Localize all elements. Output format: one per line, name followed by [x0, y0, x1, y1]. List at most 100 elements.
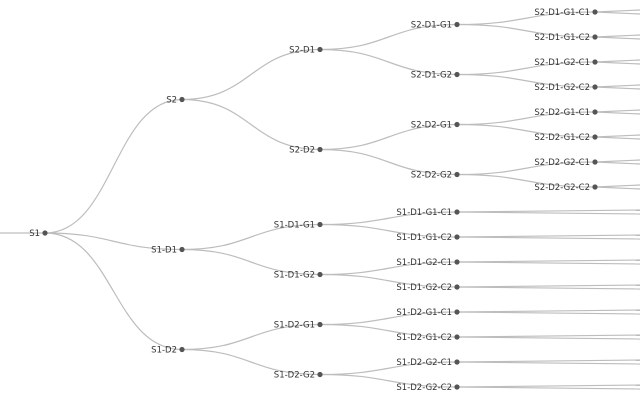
tree-node-S2-D2-G2-C2[interactable]: S2-D2-G2-C2 — [534, 183, 598, 193]
tree-node-S1-D1-G1-C1[interactable]: S1-D1-G1-C1 — [396, 208, 460, 218]
tree-node-S1-D2-G1-C2[interactable]: S1-D2-G1-C2 — [396, 333, 460, 343]
node-dot[interactable] — [454, 234, 460, 240]
node-label: S2-D1-G1 — [411, 21, 452, 31]
node-label: S2-D1-G1-C2 — [534, 33, 590, 43]
tree-node-S1-D2-G2-C1[interactable]: S1-D2-G2-C1 — [396, 358, 460, 368]
tree-node-S2-D2-G1[interactable]: S2-D2-G1 — [411, 121, 460, 131]
tree-node-S1-D1-G1[interactable]: S1-D1-G1 — [274, 221, 323, 231]
tree-node-S1[interactable]: S1 — [29, 229, 48, 239]
node-dot[interactable] — [454, 121, 460, 128]
node-dot[interactable] — [592, 34, 598, 40]
tree-node-S1-D1-G2-C2[interactable]: S1-D1-G2-C2 — [396, 283, 460, 293]
node-dot[interactable] — [454, 284, 460, 290]
node-label: S2 — [166, 96, 177, 106]
tree-node-S1-D2-G2[interactable]: S1-D2-G2 — [274, 371, 323, 381]
node-dot[interactable] — [317, 371, 323, 378]
node-label: S2-D2-G2-C1 — [534, 158, 590, 168]
tree-node-S1-D2-G1[interactable]: S1-D2-G1 — [274, 321, 323, 331]
tree-node-S2[interactable]: S2 — [166, 96, 185, 106]
tree-node-S2-D2[interactable]: S2-D2 — [289, 146, 323, 156]
tree-node-S1-D1[interactable]: S1-D1 — [151, 246, 185, 256]
node-dot[interactable] — [592, 159, 598, 165]
tree-node-S2-D1-G2-C2[interactable]: S2-D1-G2-C2 — [534, 83, 598, 93]
node-dot[interactable] — [454, 71, 460, 78]
node-label: S1-D2-G1-C2 — [396, 333, 452, 343]
link-S2-D1-G2-to-S2-D1-G2-C1 — [456, 61, 596, 76]
node-dot[interactable] — [454, 359, 460, 365]
node-dot[interactable] — [317, 146, 323, 153]
node-label: S1-D2-G1-C1 — [396, 308, 452, 318]
tree-node-S2-D1-G1-C1[interactable]: S2-D1-G1-C1 — [534, 8, 598, 18]
link-S2-D1-G1-to-S2-D1-G1-C2 — [456, 23, 596, 38]
node-dot[interactable] — [317, 46, 323, 53]
tree-node-S2-D1-G1[interactable]: S2-D1-G1 — [411, 21, 460, 31]
link-S2-D1-to-S2-D1-G1 — [319, 23, 458, 51]
tree-node-S1-D2-G2-C2[interactable]: S1-D2-G2-C2 — [396, 383, 460, 393]
node-dot[interactable] — [592, 59, 598, 65]
node-dot[interactable] — [179, 246, 185, 253]
node-label: S1-D2-G2-C1 — [396, 358, 452, 368]
tree-node-S1-D1-G2-C1[interactable]: S1-D1-G2-C1 — [396, 258, 460, 268]
node-dot[interactable] — [454, 21, 460, 28]
node-dot[interactable] — [592, 9, 598, 15]
tree-node-S1-D1-G2[interactable]: S1-D1-G2 — [274, 271, 323, 281]
node-dot[interactable] — [179, 96, 185, 103]
node-label: S2-D1-G2-C2 — [534, 83, 590, 93]
link-stub-S1-D1-G1-C2-a — [456, 234, 640, 238]
node-dot[interactable] — [42, 230, 48, 236]
node-dot[interactable] — [317, 271, 323, 278]
tree-node-S2-D1-G2[interactable]: S2-D1-G2 — [411, 71, 460, 81]
node-label: S1-D1-G2-C1 — [396, 258, 452, 268]
node-dot[interactable] — [454, 384, 460, 390]
node-dot[interactable] — [454, 209, 460, 215]
link-S1-to-S1-D1 — [44, 232, 183, 251]
link-S2-D1-to-S2-D1-G2 — [319, 48, 458, 76]
link-stub-S1-D1-G2-C2-b — [456, 286, 640, 290]
link-stub-S1-D2-G1-C1-b — [456, 311, 640, 315]
link-S1-D2-to-S1-D2-G2 — [181, 348, 321, 376]
node-label: S1-D2 — [151, 346, 177, 356]
node-dot[interactable] — [454, 334, 460, 340]
node-dot[interactable] — [454, 309, 460, 315]
node-dot[interactable] — [592, 184, 598, 190]
node-dot[interactable] — [454, 171, 460, 178]
node-dot[interactable] — [317, 321, 323, 328]
link-S2-D2-G2-to-S2-D2-G2-C2 — [456, 173, 596, 188]
link-stub-S1-D1-G2-C1-b — [456, 261, 640, 265]
link-stub-S2-D1-G1-C2-a — [594, 34, 640, 38]
node-label: S1-D1 — [151, 246, 177, 256]
node-label: S1-D1-G1-C2 — [396, 233, 452, 243]
link-S2-D2-to-S2-D2-G2 — [319, 148, 458, 176]
tree-node-S1-D2[interactable]: S1-D2 — [151, 346, 185, 356]
tree-node-S2-D1-G1-C2[interactable]: S2-D1-G1-C2 — [534, 33, 598, 43]
node-label: S2-D1-G2 — [411, 71, 452, 81]
tree-node-S2-D1-G2-C1[interactable]: S2-D1-G2-C1 — [534, 58, 598, 68]
tree-node-S2-D2-G1-C1[interactable]: S2-D2-G1-C1 — [534, 108, 598, 118]
node-dot[interactable] — [592, 134, 598, 140]
tree-node-S2-D2-G1-C2[interactable]: S2-D2-G1-C2 — [534, 133, 598, 143]
link-S2-to-S2-D2 — [181, 98, 321, 151]
link-S1-D2-G1-to-S1-D2-G1-C1 — [319, 311, 458, 326]
link-stub-S2-D1-G2-C2-a — [594, 84, 640, 88]
node-label: S1-D2-G2 — [274, 371, 315, 381]
link-S2-D1-G2-to-S2-D1-G2-C2 — [456, 73, 596, 88]
tree-node-S1-D2-G1-C1[interactable]: S1-D2-G1-C1 — [396, 308, 460, 318]
link-S1-D1-G2-to-S1-D1-G2-C1 — [319, 261, 458, 276]
node-dot[interactable] — [179, 346, 185, 353]
tree-node-S2-D1[interactable]: S2-D1 — [289, 46, 323, 56]
node-dot[interactable] — [592, 109, 598, 115]
node-dot[interactable] — [454, 259, 460, 265]
node-dot[interactable] — [317, 221, 323, 228]
tree-node-S2-D2-G2[interactable]: S2-D2-G2 — [411, 171, 460, 181]
link-stub-S2-D1-G1-C1-b — [594, 11, 640, 15]
tree-node-S2-D2-G2-C1[interactable]: S2-D2-G2-C1 — [534, 158, 598, 168]
link-stub-S2-D2-G2-C2-b — [594, 186, 640, 190]
tree-node-S1-D1-G1-C2[interactable]: S1-D1-G1-C2 — [396, 233, 460, 243]
link-S2-D2-G1-to-S2-D2-G1-C1 — [456, 111, 596, 126]
node-dot[interactable] — [592, 84, 598, 90]
link-stub-S2-D2-G2-C1-a — [594, 159, 640, 163]
node-label: S1-D1-G1-C1 — [396, 208, 452, 218]
node-label: S1-D1-G2 — [274, 271, 315, 281]
node-label: S1-D2-G2-C2 — [396, 383, 452, 393]
